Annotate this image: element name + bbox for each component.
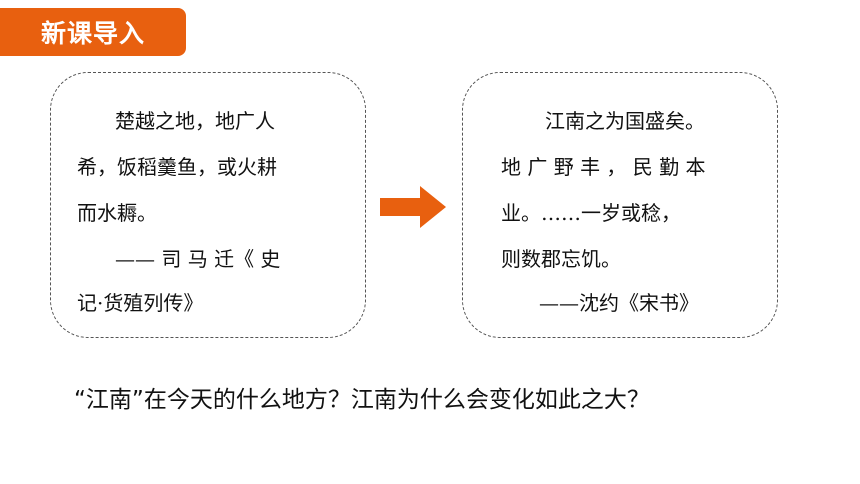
right-quote-line-3: 业。……一岁或稔， [501, 201, 681, 225]
right-arrow-icon [380, 186, 446, 228]
discussion-question: “江南”在今天的什么地方？江南为什么会变化如此之大？ [74, 387, 650, 413]
right-quote-line-5: ——沈约《宋书》 [539, 291, 699, 315]
left-quote-line-4: —— 司 马 迁《 史 [115, 247, 281, 271]
left-quote-line-2: 希，饭稻羹鱼，或火耕 [77, 155, 277, 179]
right-quote-line-2: 地 广 野 丰 ， 民 勤 本 [501, 155, 706, 179]
right-quote-line-4: 则数郡忘饥。 [501, 247, 621, 271]
right-quote-box: 江南之为国盛矣。 地 广 野 丰 ， 民 勤 本 业。……一岁或稔， 则数郡忘饥… [462, 72, 778, 338]
left-quote-line-3: 而水耨。 [77, 201, 157, 225]
right-quote-line-1: 江南之为国盛矣。 [545, 109, 705, 133]
left-quote-line-1: 楚越之地，地广人 [115, 109, 275, 133]
section-title: 新课导入 [40, 19, 145, 48]
section-title-tab: 新课导入 [0, 8, 186, 56]
left-quote-box: 楚越之地，地广人 希，饭稻羹鱼，或火耕 而水耨。 —— 司 马 迁《 史 记·货… [50, 72, 366, 338]
left-quote-line-5: 记·货殖列传》 [77, 291, 204, 315]
